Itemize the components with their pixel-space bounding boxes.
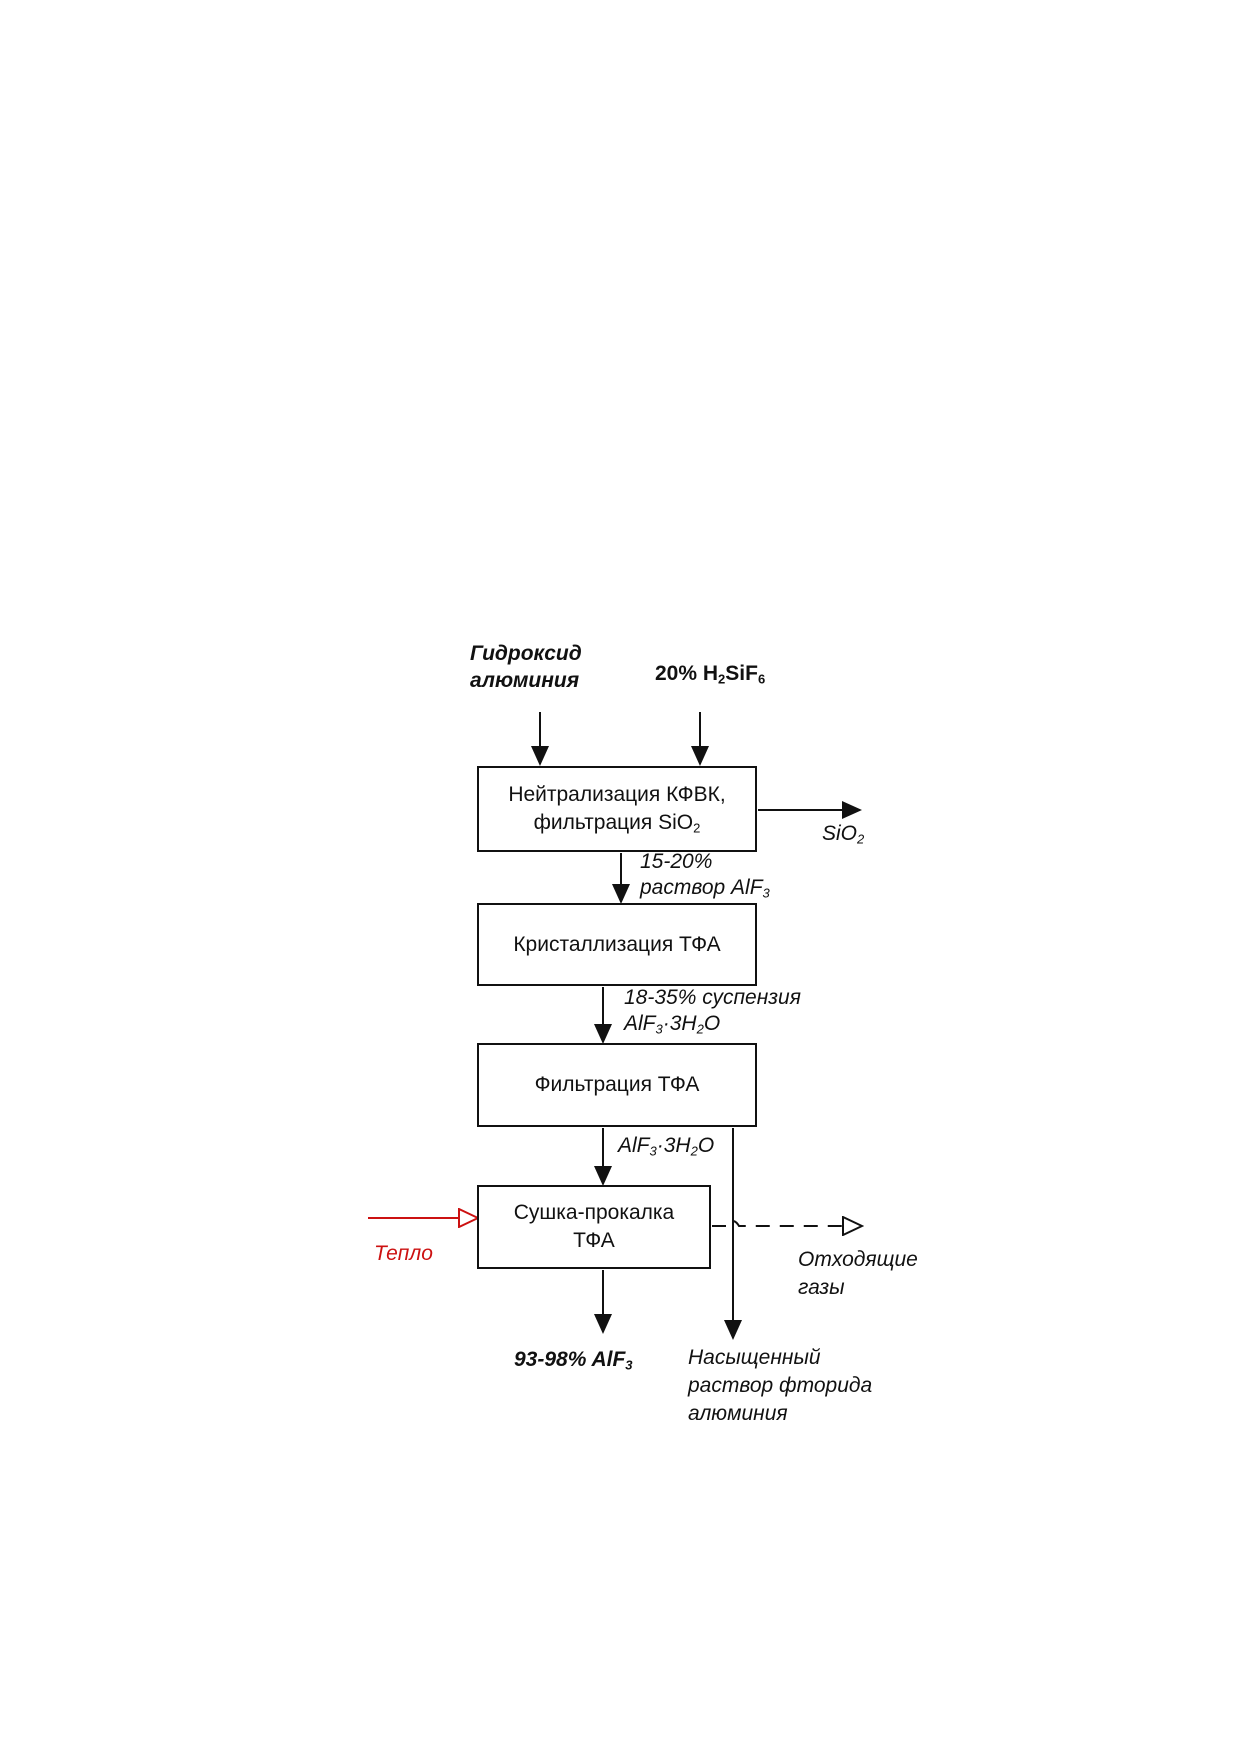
product-label-sub: 3: [625, 1357, 633, 1373]
drying-line2: ТФА: [573, 1229, 615, 1252]
solution-label-sub: 3: [762, 885, 770, 901]
product-label-prefix: 93-98% AlF: [514, 1348, 626, 1371]
crystals-label-b: ·3H: [656, 1134, 691, 1157]
saturated-solution-label: Насыщенный раствор фторида алюминия: [688, 1344, 872, 1428]
acid-label-mid: SiF: [725, 662, 758, 685]
suspension-label-b: ·3H: [662, 1012, 697, 1035]
offgas-dashed-arrow: [712, 1221, 862, 1226]
filtration-label: Фильтрация ТФА: [534, 1073, 700, 1096]
solution-label: 15-20% раствор AlF3: [640, 849, 770, 901]
offgas-label-line1: Отходящие: [798, 1248, 918, 1271]
drying-line1: Сушка-прокалка: [513, 1201, 675, 1224]
acid-label-sub1: 2: [718, 671, 726, 687]
drying-box: Сушка-прокалка ТФА: [477, 1185, 711, 1269]
offgas-label: Отходящие газы: [798, 1246, 918, 1302]
crystals-label-sub2: 2: [690, 1143, 698, 1159]
heat-label: Тепло: [374, 1240, 433, 1267]
neutralization-line2-prefix: фильтрация SiO: [533, 811, 694, 834]
neutralization-line1: Нейтрализация КФВК,: [508, 783, 726, 806]
suspension-label-c: O: [703, 1012, 721, 1035]
saturated-label-line3: алюминия: [688, 1402, 788, 1425]
suspension-label-line1: 18-35% суспензия: [624, 986, 801, 1009]
suspension-label-sub1: 3: [655, 1021, 663, 1037]
offgas-label-line2: газы: [798, 1276, 845, 1299]
neutralization-box: Нейтрализация КФВК, фильтрация SiO2: [477, 766, 757, 852]
crystals-label: AlF3·3H2O: [618, 1132, 714, 1159]
solution-label-line2: раствор AlF: [640, 876, 763, 899]
heat-label-text: Тепло: [374, 1242, 433, 1265]
solution-label-line1: 15-20%: [640, 850, 713, 873]
neutralization-line2-sub: 2: [693, 820, 701, 836]
product-label: 93-98% AlF3: [514, 1346, 633, 1373]
filtration-box: Фильтрация ТФА: [477, 1043, 757, 1127]
sio2-label-sub: 2: [857, 831, 865, 847]
crystals-label-a: AlF: [618, 1134, 650, 1157]
suspension-label-sub2: 2: [696, 1021, 704, 1037]
suspension-label-a: AlF: [624, 1012, 656, 1035]
saturated-label-line1: Насыщенный: [688, 1346, 821, 1369]
acid-label-prefix: 20% H: [655, 662, 719, 685]
saturated-label-line2: раствор фторида: [688, 1374, 873, 1397]
crystallization-label: Кристаллизация ТФА: [513, 932, 721, 956]
neutralization-line2: фильтрация SiO2: [534, 809, 701, 837]
crystals-label-sub1: 3: [649, 1143, 657, 1159]
hydroxide-label-line2: алюминия: [470, 669, 580, 692]
acid-label-sub2: 6: [757, 671, 766, 687]
crystallization-box: Кристаллизация ТФА: [477, 903, 757, 986]
hydroxide-label: Гидроксид алюминия: [470, 640, 582, 694]
suspension-label: 18-35% суспензия AlF3·3H2O: [624, 985, 801, 1037]
acid-label: 20% H2SiF6: [655, 660, 765, 687]
hydroxide-label-line1: Гидроксид: [470, 642, 582, 665]
sio2-output-label: SiO2: [822, 820, 864, 847]
sio2-label-prefix: SiO: [822, 822, 858, 845]
crystals-label-c: O: [697, 1134, 715, 1157]
